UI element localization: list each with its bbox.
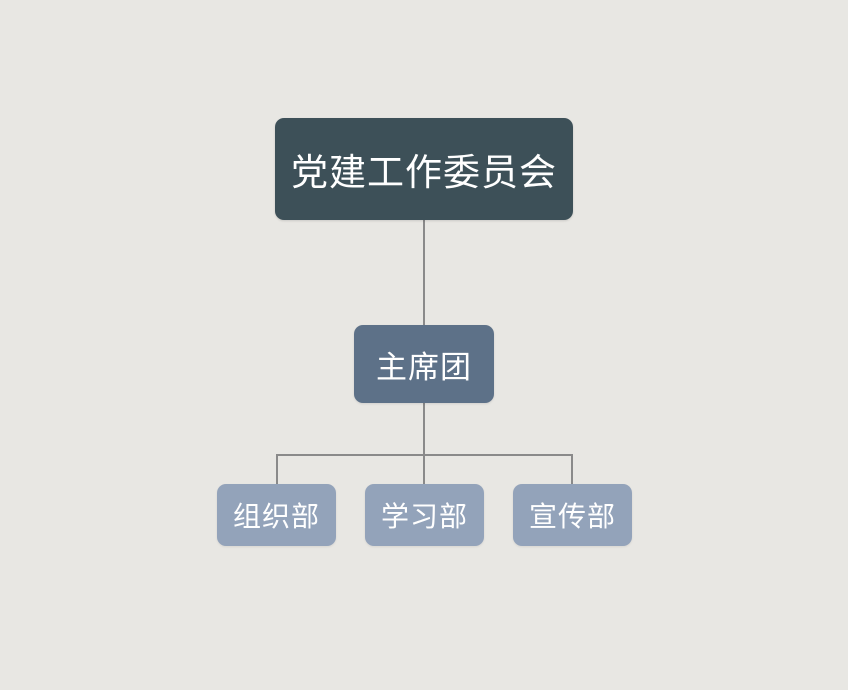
node-presidium[interactable]: 主席团 bbox=[354, 325, 494, 403]
node-department-2-label: 宣传部 bbox=[528, 502, 616, 533]
node-department-1-label: 学习部 bbox=[380, 502, 468, 533]
node-department-study[interactable]: 学习部 bbox=[365, 484, 484, 546]
connector-root-to-presidium bbox=[423, 220, 425, 326]
connector-bus-to-department-0 bbox=[276, 454, 278, 485]
node-department-0-label: 组织部 bbox=[232, 502, 320, 533]
connector-horizontal-bus bbox=[276, 454, 573, 456]
node-department-organization[interactable]: 组织部 bbox=[217, 484, 336, 546]
node-root-label: 党建工作委员会 bbox=[291, 153, 557, 194]
connector-presidium-to-bus bbox=[423, 403, 425, 485]
connector-bus-to-department-2 bbox=[571, 454, 573, 485]
node-root-party-building-committee[interactable]: 党建工作委员会 bbox=[275, 118, 573, 220]
node-presidium-label: 主席团 bbox=[376, 349, 472, 385]
node-department-publicity[interactable]: 宣传部 bbox=[513, 484, 632, 546]
